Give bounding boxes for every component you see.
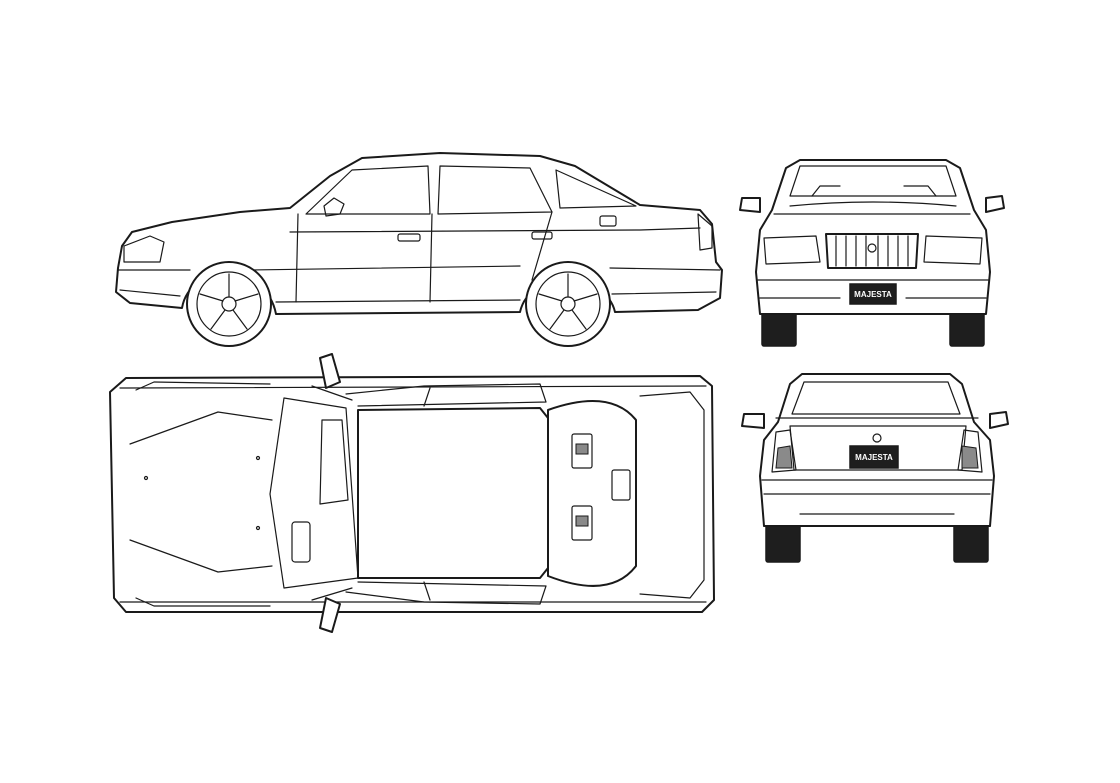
side-view — [115, 152, 723, 347]
rear-mirror-left — [741, 413, 765, 429]
door-handle-rear — [531, 231, 553, 240]
rear-plate-text: MAJESTA — [855, 453, 893, 462]
top-mirror-right — [319, 597, 341, 633]
front-mirror-right — [985, 195, 1005, 213]
headlight-right — [923, 235, 983, 265]
front-tire-left — [761, 309, 797, 347]
top-rear-window — [547, 400, 637, 587]
side-window-rear — [437, 165, 553, 215]
side-window-front — [305, 165, 431, 215]
top-roof — [357, 407, 549, 579]
top-mirror-left — [319, 353, 341, 389]
door-handle-front — [397, 233, 421, 242]
rear-license-plate — [849, 445, 899, 469]
top-view — [109, 353, 715, 633]
front-windshield — [789, 165, 957, 197]
rear-mirror-right — [989, 411, 1009, 429]
headlight-left — [763, 235, 821, 265]
taillight-right — [957, 429, 983, 473]
rear-tire-left — [765, 523, 801, 563]
side-mirror — [323, 197, 345, 217]
rear-window — [791, 381, 961, 415]
side-wheel-rear — [525, 261, 611, 347]
taillight-left — [771, 429, 797, 473]
top-windshield — [269, 397, 359, 589]
front-view: MAJESTA — [739, 159, 1005, 347]
side-wheel-front — [186, 261, 272, 347]
rear-tire-right — [953, 523, 989, 563]
front-plate-text: MAJESTA — [854, 290, 892, 299]
front-mirror-left — [739, 197, 761, 213]
rear-view: MAJESTA — [741, 373, 1009, 563]
front-license-plate — [849, 283, 897, 305]
front-grille — [825, 233, 919, 269]
front-tire-right — [949, 309, 985, 347]
